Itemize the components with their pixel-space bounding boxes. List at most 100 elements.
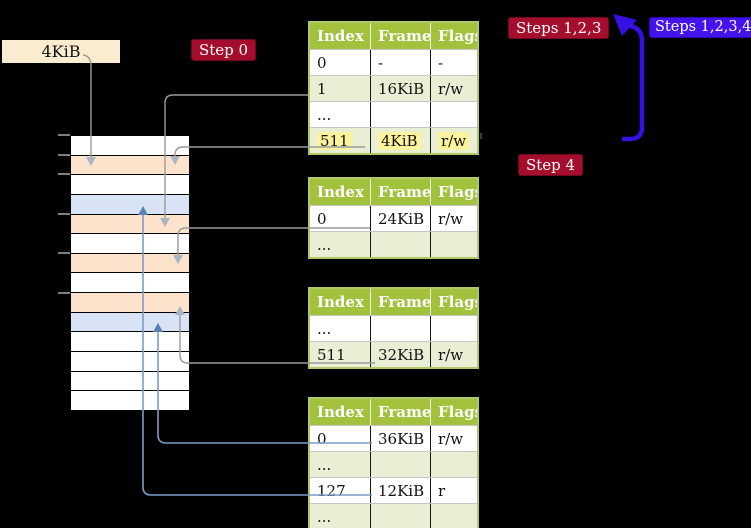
table-header-row: IndexFrameFlags: [310, 23, 477, 49]
table-cell: 0: [310, 426, 370, 451]
cell-value: 4KiB: [378, 131, 421, 150]
table-row: 127 12KiB r: [310, 477, 477, 503]
page-table-4: Index FrameFlags 0 36KiB r/w... 127 12KiB r...: [308, 397, 479, 528]
table-cell: r/w: [430, 342, 477, 367]
cell-value: r/w: [438, 429, 464, 448]
table-row: ...: [310, 101, 477, 127]
tick-mark: [58, 134, 70, 136]
cell-value: 127: [317, 481, 346, 500]
cell-value: -: [438, 53, 444, 72]
column-header: Index: [317, 403, 364, 421]
column-header: Frame: [370, 289, 430, 315]
cell-value: r/w: [438, 79, 464, 98]
page-table-2: Index FrameFlags 0 24KiB r/w...: [308, 177, 479, 259]
memory-frame-row: [71, 194, 189, 215]
table-cell: [430, 232, 477, 257]
tlb-shortcut-arrow: [613, 14, 645, 142]
cell-value: r: [438, 481, 446, 500]
table-cell: [370, 102, 430, 127]
table-cell: ...: [310, 232, 370, 257]
arrowhead-up-left-icon: [613, 14, 637, 36]
table-cell: r/w: [430, 128, 477, 153]
table-cell: [430, 452, 477, 477]
cell-value: r/w: [438, 209, 464, 228]
column-header: Flags: [430, 179, 477, 205]
badge-steps-1-2-3-4: Steps 1,2,3,4: [649, 17, 751, 39]
table-header-row: Index FrameFlags: [310, 289, 477, 315]
memory-frame-row: [71, 332, 189, 353]
cell-value: 0: [317, 209, 327, 228]
table-cell: 127: [310, 478, 370, 503]
memory-frame-row: [71, 391, 189, 410]
cell-value: 511: [317, 345, 346, 364]
table-cell: 0: [310, 50, 370, 75]
table-row: 511 32KiB r/w: [310, 341, 477, 367]
table-header-row: Index FrameFlags: [310, 399, 477, 425]
frame-size-label: 4KiB: [2, 40, 120, 63]
cell-value: -: [378, 53, 384, 72]
memory-frame-row: [71, 234, 189, 254]
cell-value: ...: [317, 507, 332, 526]
memory-frame-row: [71, 293, 189, 313]
table-row: ...: [310, 503, 477, 528]
table-cell: ...: [310, 452, 370, 477]
table-row: 0 24KiB r/w: [310, 205, 477, 231]
column-header: Flags: [430, 289, 477, 315]
tick-mark: [58, 252, 70, 255]
column-header: Flags: [430, 399, 477, 425]
table-cell: -: [430, 50, 477, 75]
table-cell: [370, 232, 430, 257]
memory-frame-row: [71, 214, 189, 235]
cell-value: r/w: [438, 345, 464, 364]
badge-step-0: Step 0: [191, 39, 257, 61]
badge-steps-1-2-3: Steps 1,2,3: [508, 17, 610, 39]
table-cell: r: [430, 478, 477, 503]
table-cell: r/w: [430, 76, 477, 101]
table-row: 0--: [310, 49, 477, 75]
table-header-row: Index FrameFlags: [310, 179, 477, 205]
table-cell: [370, 452, 430, 477]
cell-value: ...: [317, 319, 332, 338]
memory-frame-row: [71, 312, 189, 333]
table-cell: 12KiB: [370, 478, 430, 503]
tick-mark: [58, 291, 70, 294]
column-header: Frame: [370, 179, 430, 205]
table-cell: 1: [310, 76, 370, 101]
column-header: Frame: [370, 23, 430, 49]
cell-value: 511: [317, 131, 352, 150]
column-header: Frame: [370, 399, 430, 425]
table-cell: 0: [310, 206, 370, 231]
column-header: Index: [317, 183, 364, 201]
table-cell: r/w: [430, 426, 477, 451]
physical-memory-column: [70, 135, 190, 411]
table-row: 1 16KiB r/w: [310, 75, 477, 101]
memory-frame-row: [71, 371, 189, 392]
cell-value: 36KiB: [378, 429, 425, 448]
table-cell: -: [370, 50, 430, 75]
table-cell: 16KiB: [370, 76, 430, 101]
tick-mark: [58, 173, 70, 176]
cell-value: 1: [317, 79, 327, 98]
table-cell: 24KiB: [370, 206, 430, 231]
table-cell: [430, 316, 477, 341]
table-cell: ...: [310, 102, 370, 127]
table-row: 511 4KiB r/w: [310, 127, 477, 153]
table-cell: [430, 102, 477, 127]
cell-value: 24KiB: [378, 209, 425, 228]
cell-value: ...: [317, 105, 332, 124]
memory-frame-row: [71, 136, 189, 156]
memory-frame-row: [71, 175, 189, 195]
column-header: Index: [317, 27, 364, 45]
cell-value: ...: [317, 455, 332, 474]
cell-value: r/w: [438, 131, 470, 150]
table-cell: 36KiB: [370, 426, 430, 451]
memory-frame-row: [71, 273, 189, 294]
table-cell: 511: [310, 342, 370, 367]
column-header: Index: [317, 293, 364, 311]
cell-value: 32KiB: [378, 345, 425, 364]
cell-value: ...: [317, 235, 332, 254]
badge-step-4: Step 4: [518, 154, 584, 176]
table-cell: 32KiB: [370, 342, 430, 367]
